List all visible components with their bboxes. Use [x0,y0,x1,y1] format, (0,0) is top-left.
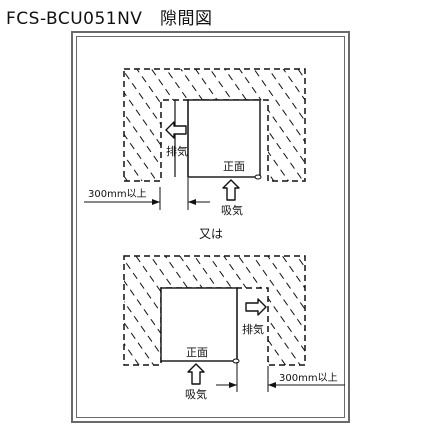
outer-frame [71,31,350,423]
top-intake-label: 吸気 [221,203,243,217]
bottom-exhaust-arrow-icon [245,298,267,316]
bottom-exhaust-label: 排気 [242,322,264,336]
top-clearance-dimension: 300mm以上 [84,178,210,210]
top-configuration: 排気 正面 吸気 300mm以上 [84,68,306,217]
top-unit-foot [254,174,262,180]
diagram-title: FCS-BCU051NV 隙間図 [6,9,213,29]
top-intake-arrow-icon [222,179,240,201]
bottom-clearance-label: 300mm以上 [279,372,338,384]
top-exhaust-arrow-icon [165,121,187,139]
bottom-configuration: 排気 正面 吸気 300mm以上 [123,255,345,401]
inner-frame [76,36,345,418]
bottom-intake-arrow-icon [187,363,205,385]
separator-label: 又は [199,227,223,241]
top-clearance-label: 300mm以上 [88,188,147,200]
bottom-clearance-dimension: 300mm以上 [216,362,345,392]
bottom-unit-foot [232,358,240,364]
top-front-label: 正面 [223,160,245,173]
bottom-intake-label: 吸気 [185,387,207,401]
bottom-unit-body [160,287,238,362]
top-exhaust-label: 排気 [166,144,188,158]
bottom-front-label: 正面 [186,346,208,359]
